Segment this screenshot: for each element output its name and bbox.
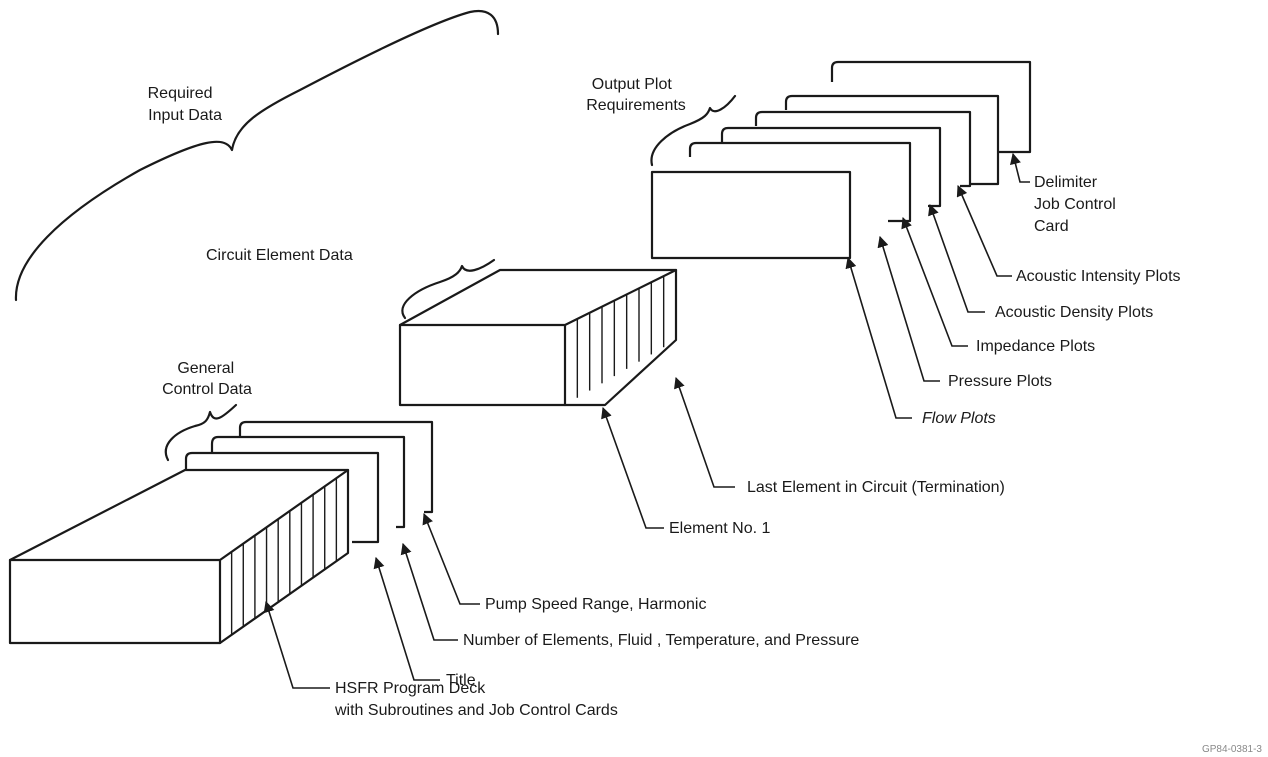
figure-reference-number: GP84-0381-3 xyxy=(1202,744,1262,755)
general-control-label: General Control Data xyxy=(162,360,252,398)
title-card-label: Title xyxy=(446,672,476,689)
impedance-plots-label: Impedance Plots xyxy=(976,338,1095,355)
circuit-element-label: Circuit Element Data xyxy=(206,247,353,264)
circuit-element-deck xyxy=(398,268,678,407)
leader-lines xyxy=(263,152,1030,689)
delimiter-label: Delimiter Job Control Card xyxy=(1034,174,1120,235)
circuit-element-brace xyxy=(401,258,496,320)
circuit-deck-card-slices xyxy=(576,276,665,398)
output-plot-cards xyxy=(650,60,1032,260)
acoustic-density-label: Acoustic Density Plots xyxy=(995,304,1153,321)
general-control-brace xyxy=(164,403,238,462)
acoustic-intensity-label: Acoustic Intensity Plots xyxy=(1016,268,1181,285)
output-plot-label: Output Plot Requirements xyxy=(586,76,686,114)
element-no1-label: Element No. 1 xyxy=(669,520,770,537)
required-input-brace xyxy=(14,9,500,302)
output-plot-brace xyxy=(650,94,737,167)
pressure-plots-label: Pressure Plots xyxy=(948,373,1052,390)
pump-speed-card-label: Pump Speed Range, Harmonic xyxy=(485,596,706,613)
required-input-label: Required Input Data xyxy=(148,85,222,124)
general-control-deck xyxy=(8,420,434,645)
flow-plots-label: Flow Plots xyxy=(922,410,996,427)
num-elements-card-label: Number of Elements, Fluid , Temperature,… xyxy=(463,632,859,649)
hsfr-deck-label: HSFR Program Deck with Subroutines and J… xyxy=(334,680,618,719)
last-element-label: Last Element in Circuit (Termination) xyxy=(747,479,1005,496)
deck-card-slices xyxy=(230,478,338,635)
